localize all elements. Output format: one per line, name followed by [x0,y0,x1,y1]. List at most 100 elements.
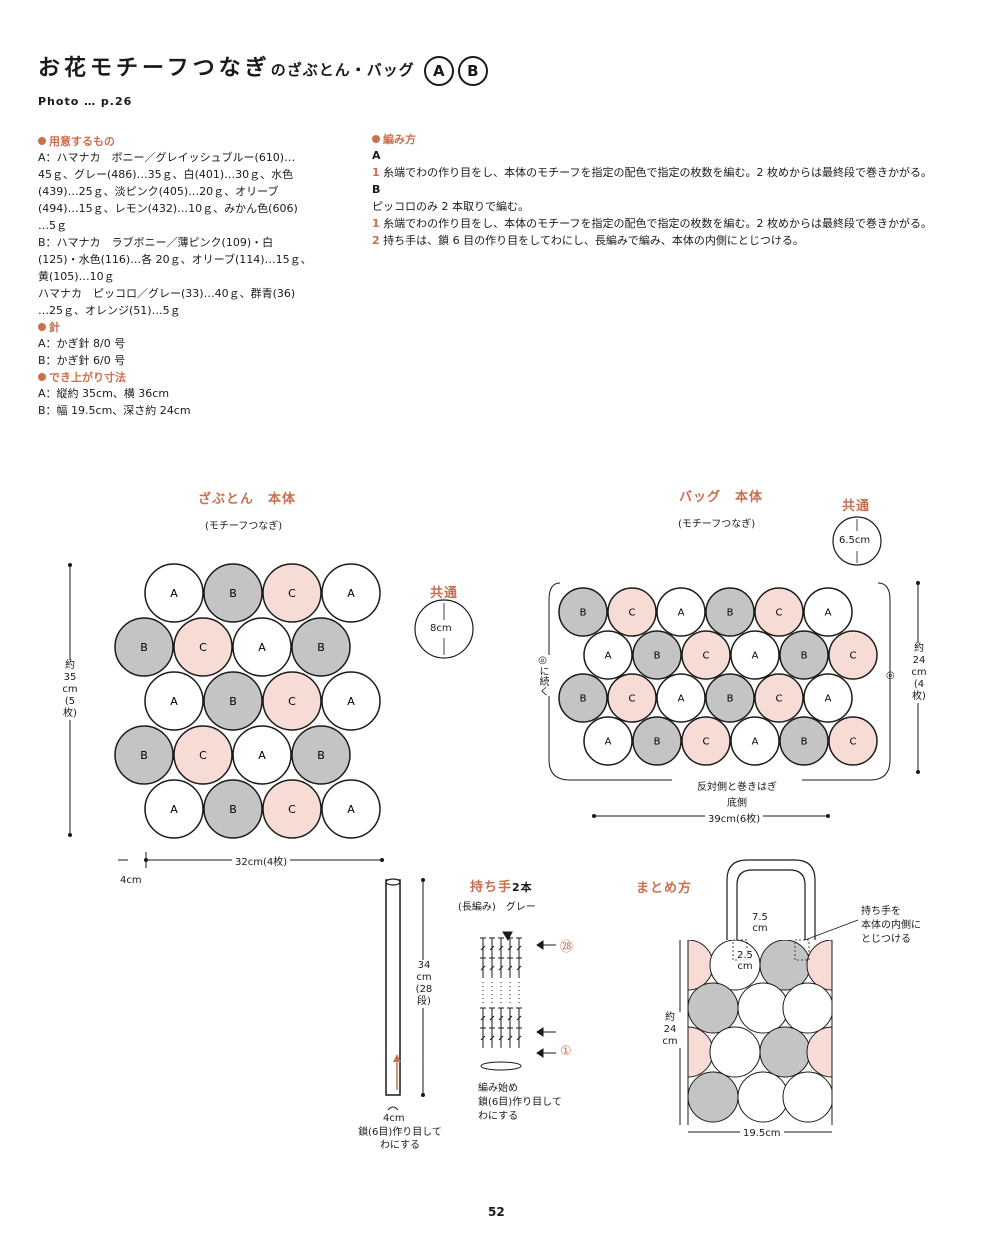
motif-label: A [752,737,759,748]
needles-line: A：かぎ針 8/0 号 [38,337,126,350]
motif-label: C [288,695,296,708]
bullet-icon [38,323,46,331]
motif-circle [114,725,174,785]
motif-label: B [140,641,148,654]
motif-circle [114,617,174,677]
assembly-motif-grid [688,940,832,1123]
arrow-up-icon [393,1054,401,1062]
motif-circle [754,587,804,637]
motif-circle [173,617,233,677]
materials-line: …25ｇ、オレンジ(51)…5ｇ [38,304,181,317]
handle-start-note: 鎖(6目)作り目してわにする [358,1127,442,1151]
stitch-slash-mark [489,965,495,971]
motif-label: A [258,749,266,762]
motif-label: A [170,803,178,816]
motif-circle [607,673,657,723]
row-28-marker: ㉘ [560,940,574,955]
stitch-slash-mark [507,1015,513,1021]
motif-circle [779,630,829,680]
motif-circle [828,630,878,680]
cushion-width-label: 32cm(4枚) [232,853,291,868]
bag-common-motif [832,516,882,566]
stitch-slash-mark [480,965,486,971]
motif-circle [262,563,322,623]
motif-circle [262,671,322,731]
materials-section: 用意するもの A：ハマナカ ボニー／グレイッシュブルー(610)… 45ｇ、グレ… [38,133,348,419]
method-b-label: B [372,183,381,196]
bag-common-size: 6.5cm [839,535,871,546]
motif-circle [232,617,292,677]
motif-circle [558,673,608,723]
motif-label: C [850,737,857,748]
bullet-icon [38,373,46,381]
chain-foundation [480,1061,522,1071]
stitch-slash-mark [507,1035,513,1041]
cushion-subtitle: (モチーフつなぎ) [205,521,283,532]
motif-label: B [229,803,237,816]
motif-label: B [140,749,148,762]
bag-side-mark: ◎ [886,670,895,681]
motif-circle [803,673,853,723]
stitch-slash-mark [516,1035,522,1041]
handle-count: 2本 [512,881,533,894]
bag-common-title: 共通 [842,499,871,514]
assembly-bag [687,859,833,1125]
motif-label: C [703,737,710,748]
assembly-title: まとめ方 [636,881,693,896]
motif-label: C [199,749,207,762]
motif-label: A [605,651,612,662]
stitch-slash-mark [498,965,504,971]
assembly-motif [782,1071,832,1123]
stitch-slash-mark [480,1015,486,1021]
motif-label: A [258,641,266,654]
motif-label: B [229,695,237,708]
motif-label: B [654,651,661,662]
motif-circle [321,779,381,839]
needles-heading: 針 [38,319,348,335]
assembly-motif [806,1026,832,1078]
chain-ring-icon [387,1106,399,1111]
stitch-chart [480,937,522,1071]
assembly-note-leader [804,919,859,941]
bag-subtitle: (モチーフつなぎ) [678,519,756,530]
motif-circle [291,617,351,677]
motif-label: A [825,608,832,619]
method-a-step-1: 1 糸端でわの作り目をし、本体のモチーフを指定の配色で指定の枚数を編む。2 枚め… [372,166,932,179]
materials-line: (439)…25ｇ、淡ピンク(405)…20ｇ、オリーブ [38,185,279,198]
title-main: お花モチーフつなぎ [38,56,271,81]
photo-reference: Photo … p.26 [38,95,133,108]
cushion-offset-label: 4cm [120,875,142,886]
motif-label: A [678,694,685,705]
motif-label: B [801,737,808,748]
bag-title: バッグ 本体 [679,490,764,505]
materials-line: ハマナカ ピッコロ／グレー(33)…40ｇ、群青(36) [38,287,296,300]
assembly-motif [759,1026,811,1078]
motif-circle [144,563,204,623]
size-heading: でき上がり寸法 [38,369,348,385]
motif-label: B [317,749,325,762]
stitch-slash-mark [507,965,513,971]
motif-circle [203,563,263,623]
motif-circle [754,673,804,723]
bag-side-note: ◎に続く [536,655,550,696]
size-line: B：幅 19.5cm、深さ約 24cm [38,404,191,417]
materials-line: A：ハマナカ ボニー／グレイッシュブルー(610)… [38,151,296,164]
motif-label: B [654,737,661,748]
materials-line: B：ハマナカ ラブボニー／薄ピンク(109)・白 [38,236,274,249]
materials-line: 45ｇ、グレー(486)…35ｇ、白(401)…30ｇ、水色 [38,168,294,181]
motif-label: A [170,695,178,708]
motif-circle [681,630,731,680]
motif-label: B [727,694,734,705]
motif-circle [730,630,780,680]
handle-stitch: (長編み) グレー [458,902,536,913]
stitch-slash-mark [507,945,513,951]
motif-label: A [347,695,355,708]
motif-circle [705,587,755,637]
materials-line: 黄(105)…10ｇ [38,270,115,283]
title-sub: のざぶとん・バッグ [270,61,415,79]
badge-b: B [457,55,488,86]
